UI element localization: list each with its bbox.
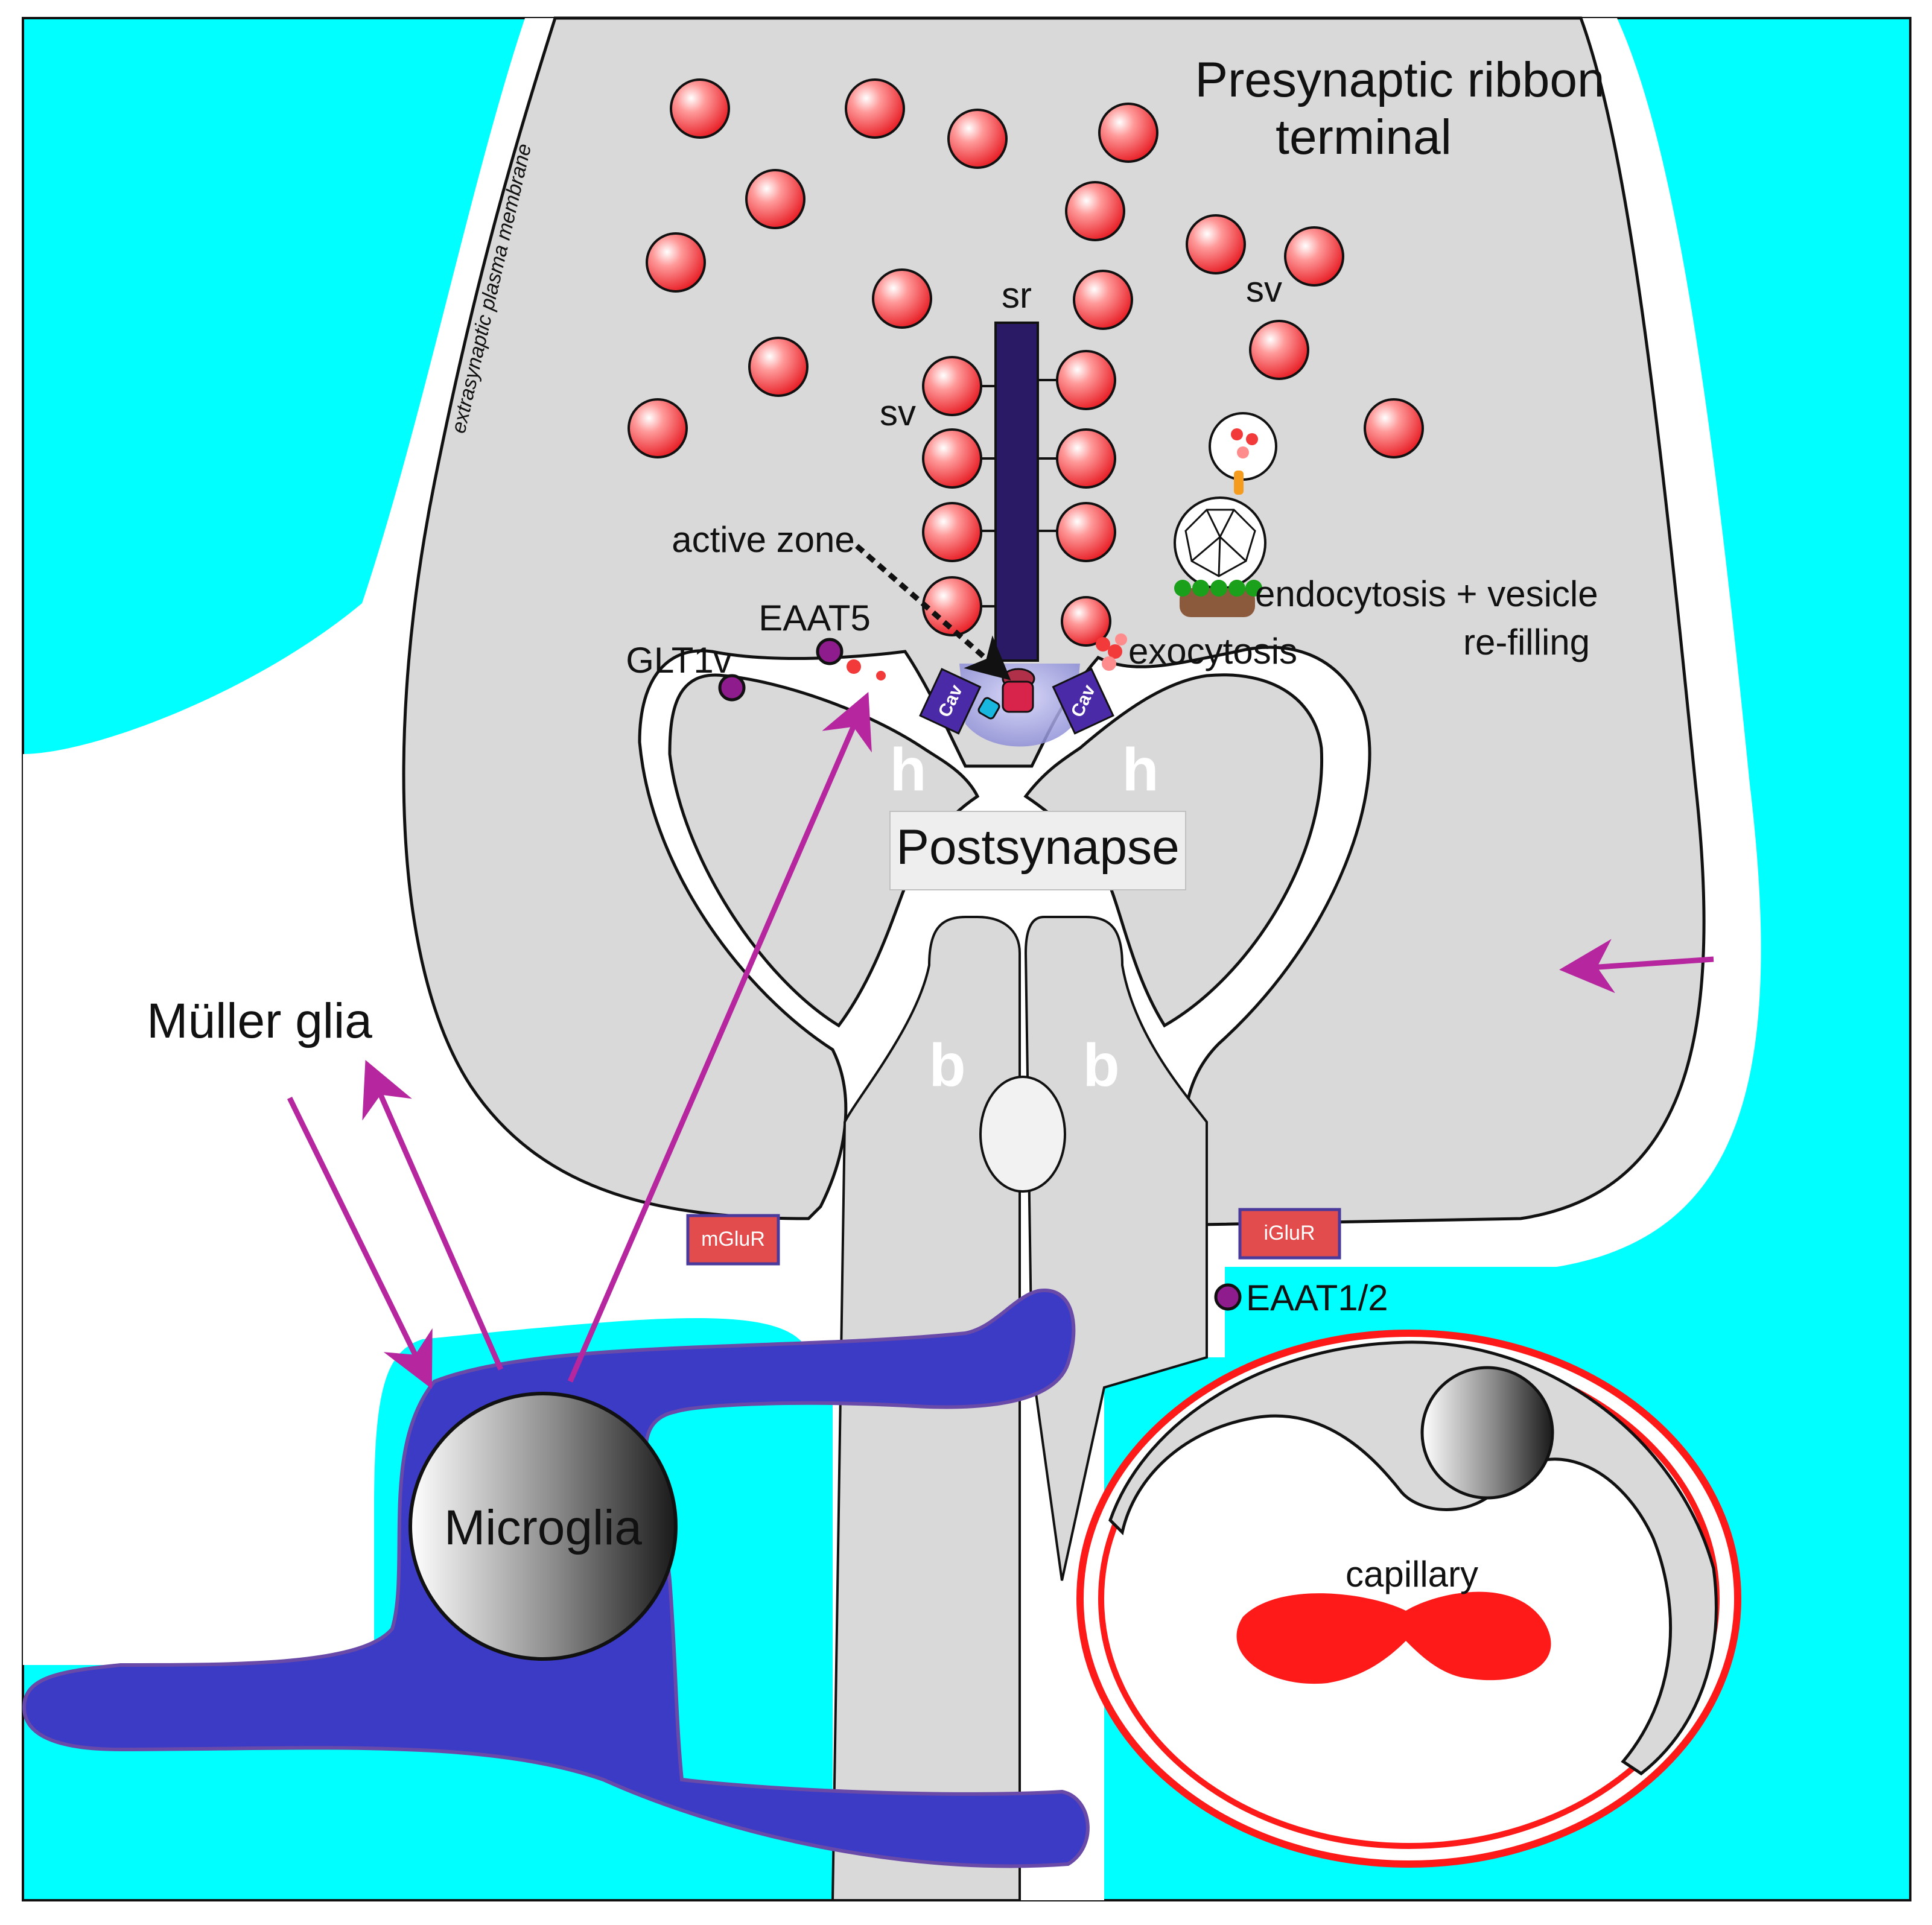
refilling-vesicle	[1209, 412, 1277, 495]
synaptic-vesicle	[922, 502, 982, 562]
cav-channel-right	[1052, 668, 1114, 735]
tethered-vesicles	[922, 350, 1116, 647]
microglia-cell-body	[408, 1392, 678, 1661]
arrow-microglia-to-muller	[362, 1060, 504, 1371]
synaptic-vesicle	[1056, 350, 1116, 410]
sv-label-right: sv	[1246, 269, 1282, 309]
arrow-muller-to-terminal	[1559, 939, 1714, 994]
synaptic-vesicle	[745, 169, 806, 229]
synaptic-vesicle	[670, 78, 730, 139]
bipolar-dendrite-left	[831, 916, 1021, 1901]
postsynapse-label: Postsynapse	[896, 820, 1180, 875]
microglia-label: Microglia	[444, 1500, 642, 1555]
synaptic-vesicle	[748, 337, 809, 397]
synaptic-vesicle	[922, 356, 982, 416]
synaptic-vesicle	[1186, 214, 1246, 274]
synaptic-vesicle	[1056, 428, 1116, 489]
postsynapse-box	[889, 811, 1186, 890]
eaat12-transporter	[1214, 1283, 1242, 1311]
synaptic-vesicle	[922, 428, 982, 489]
glt1v-transporter	[718, 674, 746, 702]
synaptic-vesicle	[1284, 226, 1344, 287]
clathrin-coated-vesicle	[1174, 496, 1266, 617]
signaling-arrows	[287, 691, 1714, 1389]
synaptic-vesicle	[1061, 596, 1111, 647]
active-zone-label: active zone	[672, 519, 855, 560]
bipolar-inclusion	[979, 1076, 1066, 1193]
eaat5-transporter	[816, 638, 844, 665]
presynaptic-title-line2: terminal	[1276, 110, 1452, 165]
endothelial-nucleus	[1420, 1366, 1554, 1500]
sr-label: sr	[1002, 275, 1032, 316]
glt1v-label: GLT1v	[626, 640, 732, 680]
red-blood-cell	[1236, 1591, 1551, 1684]
eaat5-label: EAAT5	[758, 598, 871, 638]
muller-glia-label: Müller glia	[147, 994, 372, 1048]
endocytosis-label-line2: re-filling	[1463, 622, 1590, 662]
eaat12-label: EAAT1/2	[1246, 1278, 1388, 1318]
iglur-receptor	[1238, 1208, 1341, 1260]
synaptic-vesicle	[922, 576, 982, 636]
synaptic-vesicle	[646, 232, 706, 293]
synaptic-vesicle	[1249, 320, 1309, 380]
bipolar-dendrite-right	[1024, 916, 1208, 1581]
synaptic-vesicle	[1065, 181, 1125, 241]
horizontal-cell-left	[668, 673, 980, 1028]
mglur-label: mGluR	[701, 1228, 765, 1251]
exocytosis-label: exocytosis	[1128, 631, 1297, 671]
arrow-microglia-to-synapse	[567, 691, 872, 1383]
h-label-left: h	[889, 736, 926, 804]
synaptic-vesicle	[947, 109, 1008, 169]
h-label-right: h	[1122, 736, 1158, 804]
synaptic-vesicle	[845, 78, 905, 139]
glutamate-dot	[876, 671, 886, 680]
synaptic-vesicle	[1364, 398, 1424, 458]
active-zone-protein-small	[977, 697, 1000, 720]
cav-channel-left	[919, 668, 982, 735]
capillary-label: capillary	[1346, 1554, 1478, 1594]
synaptic-vesicle	[628, 398, 688, 458]
arrow-muller-to-microglia	[287, 1097, 433, 1389]
synaptic-vesicle	[1098, 103, 1158, 163]
sv-label-left: sv	[880, 393, 916, 433]
glutamate-dot	[847, 659, 861, 674]
presynaptic-title-line1: Presynaptic ribbon	[1195, 52, 1604, 107]
endocytosis-label-line1: endocytosis + vesicle	[1255, 574, 1598, 614]
capillary: capillary	[1076, 1330, 1741, 1868]
synaptic-vesicle	[1056, 502, 1116, 562]
synaptic-vesicle	[872, 268, 932, 329]
synaptic-ribbon	[994, 322, 1039, 662]
active-zone-pointer	[855, 544, 1011, 680]
synaptic-vesicle	[1073, 270, 1133, 330]
iglur-label: iGluR	[1263, 1222, 1315, 1245]
b-label-right: b	[1082, 1032, 1119, 1099]
exocytosis-release	[1096, 633, 1127, 671]
b-label-left: b	[929, 1032, 965, 1099]
active-zone-protein	[1002, 680, 1034, 713]
active-zone: Cav Cav	[919, 664, 1114, 747]
mglur-receptor	[686, 1214, 780, 1266]
free-vesicles	[628, 78, 1424, 458]
